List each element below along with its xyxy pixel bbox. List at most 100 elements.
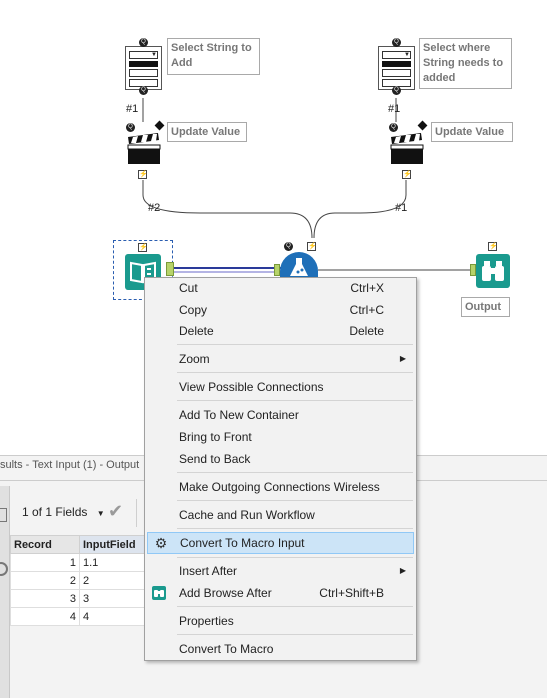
menu-item-shortcut: Ctrl+C	[349, 303, 384, 317]
gear-icon: ⚙	[154, 535, 168, 551]
text-input-tool[interactable]	[125, 254, 161, 290]
lightning-anchor-icon[interactable]: ⚡	[138, 170, 148, 179]
menu-item-label: Add To New Container	[179, 408, 299, 422]
menu-item-delete[interactable]: Delete Delete	[147, 321, 414, 341]
menu-item-label: Convert To Macro Input	[180, 536, 305, 550]
question-badge-icon: Q	[139, 38, 148, 47]
value-cell[interactable]: 4	[79, 607, 147, 626]
menu-separator	[177, 400, 413, 401]
chevron-down-icon: ▼	[96, 509, 105, 518]
workflow-connections	[142, 98, 470, 273]
browse-tool[interactable]	[476, 254, 510, 288]
value-cell[interactable]: 3	[79, 589, 147, 608]
record-cell: 4	[10, 607, 80, 626]
binoculars-icon	[482, 261, 504, 281]
connection-label: #1	[395, 202, 408, 214]
menu-item-label: View Possible Connections	[179, 380, 324, 394]
menu-item-label: Cut	[179, 281, 198, 295]
menu-item-cache-and-run[interactable]: Cache and Run Workflow	[147, 505, 414, 525]
tool-annotation: Output	[461, 297, 510, 317]
table-row[interactable]: 4 4	[10, 607, 147, 626]
menu-item-convert-to-macro[interactable]: Convert To Macro	[147, 639, 414, 659]
menu-item-label: Properties	[179, 614, 234, 628]
menu-item-send-to-back[interactable]: Send to Back	[147, 449, 414, 469]
question-badge-icon: Q	[284, 242, 293, 251]
menu-separator	[177, 528, 413, 529]
menu-item-properties[interactable]: Properties	[147, 611, 414, 631]
menu-item-label: Send to Back	[179, 452, 251, 466]
tool-annotation: Update Value	[167, 122, 247, 142]
menu-separator	[177, 606, 413, 607]
dropdown-icon: ▼	[382, 51, 411, 59]
results-title: sults - Text Input (1) - Output	[0, 459, 140, 471]
menu-item-label: Copy	[179, 303, 208, 317]
dropdown-selected-row	[382, 61, 411, 67]
dropdown-selected-row	[129, 61, 158, 67]
menu-item-zoom[interactable]: Zoom ▶	[147, 349, 414, 369]
menu-item-label: Convert To Macro	[179, 642, 274, 656]
tool-annotation: Select String to Add	[167, 38, 260, 75]
record-cell: 2	[10, 571, 80, 590]
menu-item-convert-to-macro-input[interactable]: ⚙ Convert To Macro Input	[147, 532, 414, 554]
menu-item-insert-after[interactable]: Insert After ▶	[147, 561, 414, 581]
connection-label: #2	[148, 202, 161, 214]
menu-separator	[177, 344, 413, 345]
menu-item-label: Add Browse After	[179, 586, 272, 600]
menu-item-copy[interactable]: Copy Ctrl+C	[147, 300, 414, 320]
menu-item-make-wireless[interactable]: Make Outgoing Connections Wireless	[147, 477, 414, 497]
binoculars-icon	[152, 586, 166, 600]
menu-separator	[177, 472, 413, 473]
menu-item-shortcut: Delete	[349, 324, 384, 338]
menu-item-shortcut: Ctrl+Shift+B	[319, 586, 384, 600]
value-cell[interactable]: 1.1	[79, 553, 147, 572]
question-badge-icon: Q	[126, 123, 135, 132]
table-row[interactable]: 1 1.1	[10, 553, 147, 572]
value-cell[interactable]: 2	[79, 571, 147, 590]
column-header-record[interactable]: Record	[10, 535, 80, 554]
lightning-anchor-icon[interactable]: ⚡	[402, 170, 412, 179]
results-side-strip	[0, 486, 10, 698]
output-anchor[interactable]	[166, 262, 174, 276]
checkmark-icon[interactable]: ✔	[108, 501, 124, 521]
dropdown-tool-right[interactable]: ▼	[378, 46, 415, 90]
menu-item-add-to-new-container[interactable]: Add To New Container	[147, 405, 414, 425]
submenu-arrow-icon: ▶	[399, 566, 406, 575]
record-cell: 1	[10, 553, 80, 572]
dropdown-icon: ▼	[129, 51, 158, 59]
side-tool-icon[interactable]	[0, 508, 7, 522]
menu-separator	[177, 372, 413, 373]
tool-annotation: Update Value	[431, 122, 513, 142]
menu-item-label: Make Outgoing Connections Wireless	[179, 480, 380, 494]
table-row[interactable]: 3 3	[10, 589, 147, 608]
menu-item-bring-to-front[interactable]: Bring to Front	[147, 427, 414, 447]
question-badge-icon: Q	[392, 86, 401, 95]
menu-item-label: Cache and Run Workflow	[179, 508, 315, 522]
dropdown-row	[129, 69, 158, 77]
input-anchor[interactable]	[274, 264, 280, 276]
menu-item-label: Insert After	[179, 564, 238, 578]
lightning-anchor-icon[interactable]: ⚡	[488, 242, 498, 251]
clapperboard-icon[interactable]	[126, 133, 162, 165]
menu-separator	[177, 557, 413, 558]
menu-item-shortcut: Ctrl+X	[350, 281, 384, 295]
input-anchor[interactable]	[470, 264, 476, 276]
menu-item-add-browse-after[interactable]: Add Browse After Ctrl+Shift+B	[147, 583, 414, 603]
context-menu: Cut Ctrl+X Copy Ctrl+C Delete Delete Zoo…	[144, 277, 417, 661]
fields-dropdown[interactable]: 1 of 1 Fields ▼	[22, 505, 105, 519]
question-badge-icon: Q	[389, 123, 398, 132]
menu-item-label: Bring to Front	[179, 430, 252, 444]
toolbar-separator	[136, 499, 137, 527]
lightning-anchor-icon[interactable]: ⚡	[307, 242, 317, 251]
lightning-anchor-icon[interactable]: ⚡	[138, 243, 148, 252]
menu-separator	[177, 634, 413, 635]
side-tool-icon[interactable]	[0, 562, 8, 576]
clapperboard-icon[interactable]	[389, 133, 425, 165]
menu-item-view-possible-connections[interactable]: View Possible Connections	[147, 377, 414, 397]
dropdown-row	[382, 69, 411, 77]
table-row[interactable]: 2 2	[10, 571, 147, 590]
dropdown-tool-left[interactable]: ▼	[125, 46, 162, 90]
column-header-inputfield[interactable]: InputField	[79, 535, 147, 554]
question-badge-icon: Q	[392, 38, 401, 47]
submenu-arrow-icon: ▶	[399, 354, 406, 363]
menu-item-cut[interactable]: Cut Ctrl+X	[147, 278, 414, 298]
